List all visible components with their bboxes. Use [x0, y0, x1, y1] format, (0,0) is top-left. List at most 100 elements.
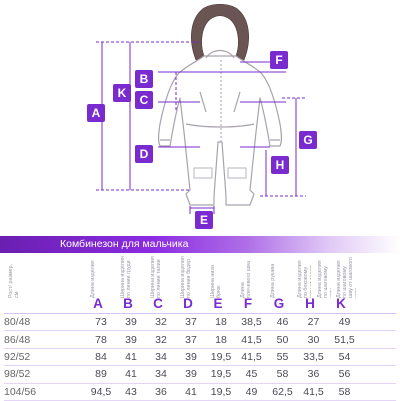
value-cell: 50 [267, 330, 298, 349]
column-header-c: Ширина изделия по линии талии [150, 256, 162, 298]
column-header-b: Ширина изделия по линии груди [120, 256, 132, 298]
size-cell: 92/52 [4, 348, 86, 367]
table-row: 98/52 89 41 34 39 19,5 45 58 36 56 [4, 365, 396, 384]
value-cell: 54 [329, 348, 360, 367]
column-letter-a: A [93, 296, 103, 311]
size-cell: 80/48 [4, 314, 86, 332]
size-table-title: Комбинезон для мальчика [60, 238, 189, 250]
svg-text:F: F [275, 53, 282, 67]
empty-cell [360, 314, 396, 332]
value-cell: 36 [298, 365, 329, 384]
value-cell: 46 [267, 314, 298, 332]
size-table-banner: Комбинезон для мальчика [0, 236, 400, 253]
value-cell: 33,5 [298, 348, 329, 367]
value-cell: 84 [86, 348, 116, 367]
column-letter-e: E [213, 296, 223, 311]
value-cell: 19,5 [206, 365, 236, 384]
measurement-labels: A K B C D E F G H [87, 51, 317, 229]
value-cell: 62,5 [267, 383, 298, 401]
value-cell: 18 [206, 330, 236, 349]
column-header-g: Длина рукава [270, 263, 276, 298]
column-letter-g: G [273, 296, 285, 311]
value-cell: 55 [267, 348, 298, 367]
table-row: 104/56 94,5 43 36 41 19,5 49 62,5 41,5 5… [4, 383, 396, 401]
value-cell: 58 [329, 383, 360, 401]
column-letter-b: B [123, 296, 133, 311]
jumpsuit-outline [157, 49, 283, 206]
value-cell: 41,5 [298, 383, 329, 401]
value-cell: 41,5 [236, 348, 267, 367]
measurement-lines [96, 41, 306, 214]
column-letter-f: F [243, 296, 253, 311]
label-d: D [135, 145, 153, 163]
value-cell: 58 [267, 365, 298, 384]
value-cell: 41 [116, 348, 146, 367]
value-cell: 73 [86, 314, 116, 332]
table-row: 92/52 84 41 34 39 19,5 41,5 55 33,5 54 [4, 348, 396, 367]
jumpsuit-diagram: A K B C D E F G H [87, 3, 317, 229]
value-cell: 78 [86, 330, 116, 349]
column-header-k-extra: Длина изделия по шаговому шву от шаговог… [336, 257, 356, 298]
value-cell: 49 [236, 383, 267, 401]
value-cell: 43 [116, 383, 146, 401]
empty-cell [360, 330, 396, 349]
size-table: 80/48 73 39 32 37 18 38,5 46 27 49 86/48… [4, 314, 396, 401]
svg-text:C: C [140, 93, 149, 107]
value-cell: 39 [176, 365, 206, 384]
value-cell: 41 [176, 383, 206, 401]
svg-text:A: A [92, 106, 101, 120]
column-header-e: Ширина низа брюк [210, 265, 222, 298]
column-letter-c: C [153, 296, 163, 311]
label-b: B [135, 70, 153, 88]
value-cell: 19,5 [206, 383, 236, 401]
size-cell: 86/48 [4, 330, 86, 349]
value-cell: 39 [116, 314, 146, 332]
column-letter-k: K [336, 296, 346, 311]
value-cell: 41 [116, 365, 146, 384]
svg-text:K: K [118, 86, 127, 100]
value-cell: 37 [176, 330, 206, 349]
column-letter-h: H [305, 296, 315, 311]
empty-cell [360, 383, 396, 401]
column-header-a: Длина изделия [90, 260, 96, 298]
value-cell: 41,5 [236, 330, 267, 349]
value-cell: 32 [146, 330, 176, 349]
column-header-h: Длина изделия по боковому шву от талии [297, 260, 311, 298]
value-cell: 19,5 [206, 348, 236, 367]
value-cell: 49 [329, 314, 360, 332]
value-cell: 38,5 [236, 314, 267, 332]
value-cell: 39 [176, 348, 206, 367]
value-cell: 32 [146, 314, 176, 332]
value-cell: 18 [206, 314, 236, 332]
value-cell: 56 [329, 365, 360, 384]
value-cell: 34 [146, 365, 176, 384]
value-cell: 39 [116, 330, 146, 349]
size-cell: 98/52 [4, 365, 86, 384]
column-header-d: Ширина изделия по линии бедер [180, 256, 192, 298]
value-cell: 30 [298, 330, 329, 349]
value-cell: 45 [236, 365, 267, 384]
empty-cell [360, 348, 396, 367]
value-cell: 27 [298, 314, 329, 332]
label-e: E [195, 211, 213, 229]
value-cell: 36 [146, 383, 176, 401]
svg-text:G: G [303, 133, 312, 147]
empty-cell [360, 365, 396, 384]
value-cell: 89 [86, 365, 116, 384]
column-header-k: Длина изделия по шаговому шву [317, 260, 331, 298]
label-f: F [270, 51, 288, 69]
value-cell: 37 [176, 314, 206, 332]
size-column-header: Рост/ размер, см [8, 263, 20, 298]
column-header-f: Длина плечевого шва [240, 261, 252, 298]
column-letter-d: D [183, 296, 193, 311]
table-row: 80/48 73 39 32 37 18 38,5 46 27 49 [4, 314, 396, 332]
label-a: A [87, 104, 105, 122]
label-k: K [113, 84, 131, 102]
svg-text:E: E [200, 213, 208, 227]
value-cell: 34 [146, 348, 176, 367]
svg-text:B: B [140, 72, 149, 86]
label-c: C [135, 91, 153, 109]
value-cell: 94,5 [86, 383, 116, 401]
svg-text:H: H [276, 158, 285, 172]
header-divider [4, 313, 396, 314]
